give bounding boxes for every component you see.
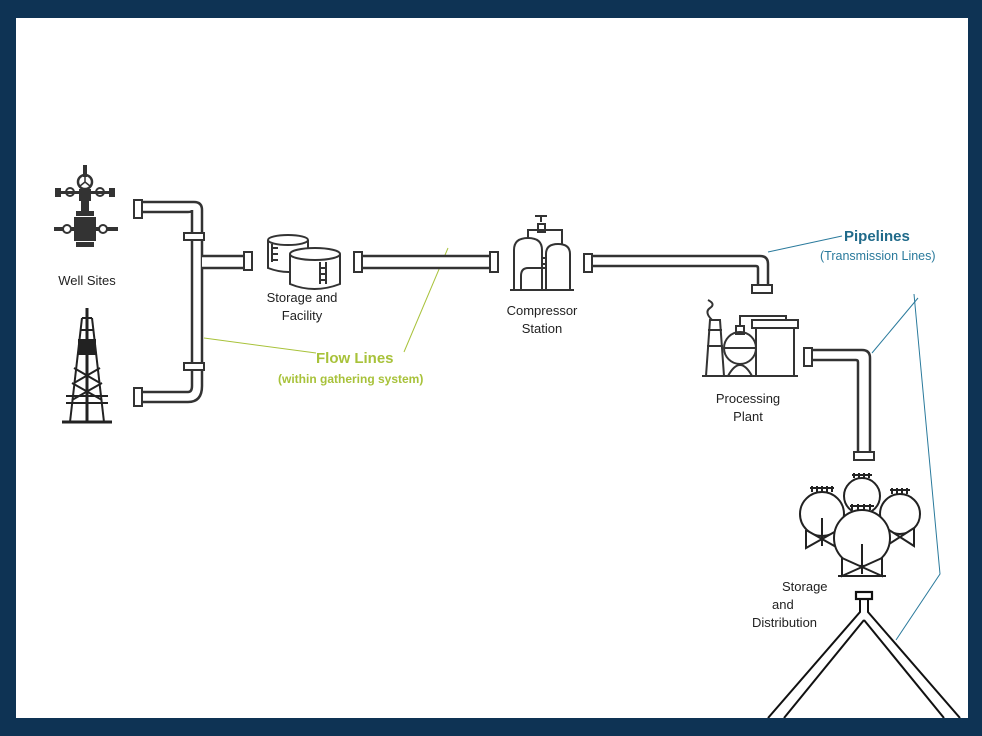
flow-lines-subtitle: (within gathering system) <box>278 372 424 386</box>
label-storage-distribution-line2: and <box>772 597 794 612</box>
pipelines-title: Pipelines <box>844 228 910 245</box>
label-storage-distribution-line1: Storage <box>782 579 828 594</box>
label-processing-line2: Plant <box>733 409 763 424</box>
label-processing-plant: Processing Plant <box>702 390 794 426</box>
pipeline-compressor-to-plant <box>583 253 773 294</box>
label-storage-facility: Storage and Facility <box>256 289 348 325</box>
distribution-pipeline <box>767 590 961 718</box>
label-compressor-line2: Station <box>521 321 563 336</box>
label-compressor-line1: Compressor <box>506 303 578 318</box>
spherical-storage-icon <box>799 473 921 578</box>
label-storage-distribution: Storage and Distribution <box>744 578 854 632</box>
derrick-icon <box>62 308 112 424</box>
label-storage-facility-line1: Storage and <box>266 290 338 305</box>
label-processing-line1: Processing <box>715 391 781 406</box>
pipeline-plant-to-storage <box>803 347 875 461</box>
storage-tanks-icon <box>267 234 341 290</box>
label-storage-facility-line2: Facility <box>281 308 323 323</box>
pipelines-subtitle: (Transmission Lines) <box>820 249 936 263</box>
compressor-icon <box>510 215 574 291</box>
diagram-graphics <box>54 165 961 718</box>
flow-lines-title: Flow Lines <box>316 350 394 367</box>
wellhead-icon <box>54 165 118 247</box>
pipelines-leaders <box>767 235 941 641</box>
diagram-canvas: Well Sites Storage and Facility Compress… <box>16 18 968 718</box>
flow-line-manifold <box>133 199 253 407</box>
processing-plant-icon <box>702 299 799 377</box>
label-storage-distribution-line3: Distribution <box>752 615 818 630</box>
flow-line-straight <box>353 251 499 273</box>
label-compressor-station: Compressor Station <box>496 302 588 338</box>
label-well-sites: Well Sites <box>58 273 116 288</box>
